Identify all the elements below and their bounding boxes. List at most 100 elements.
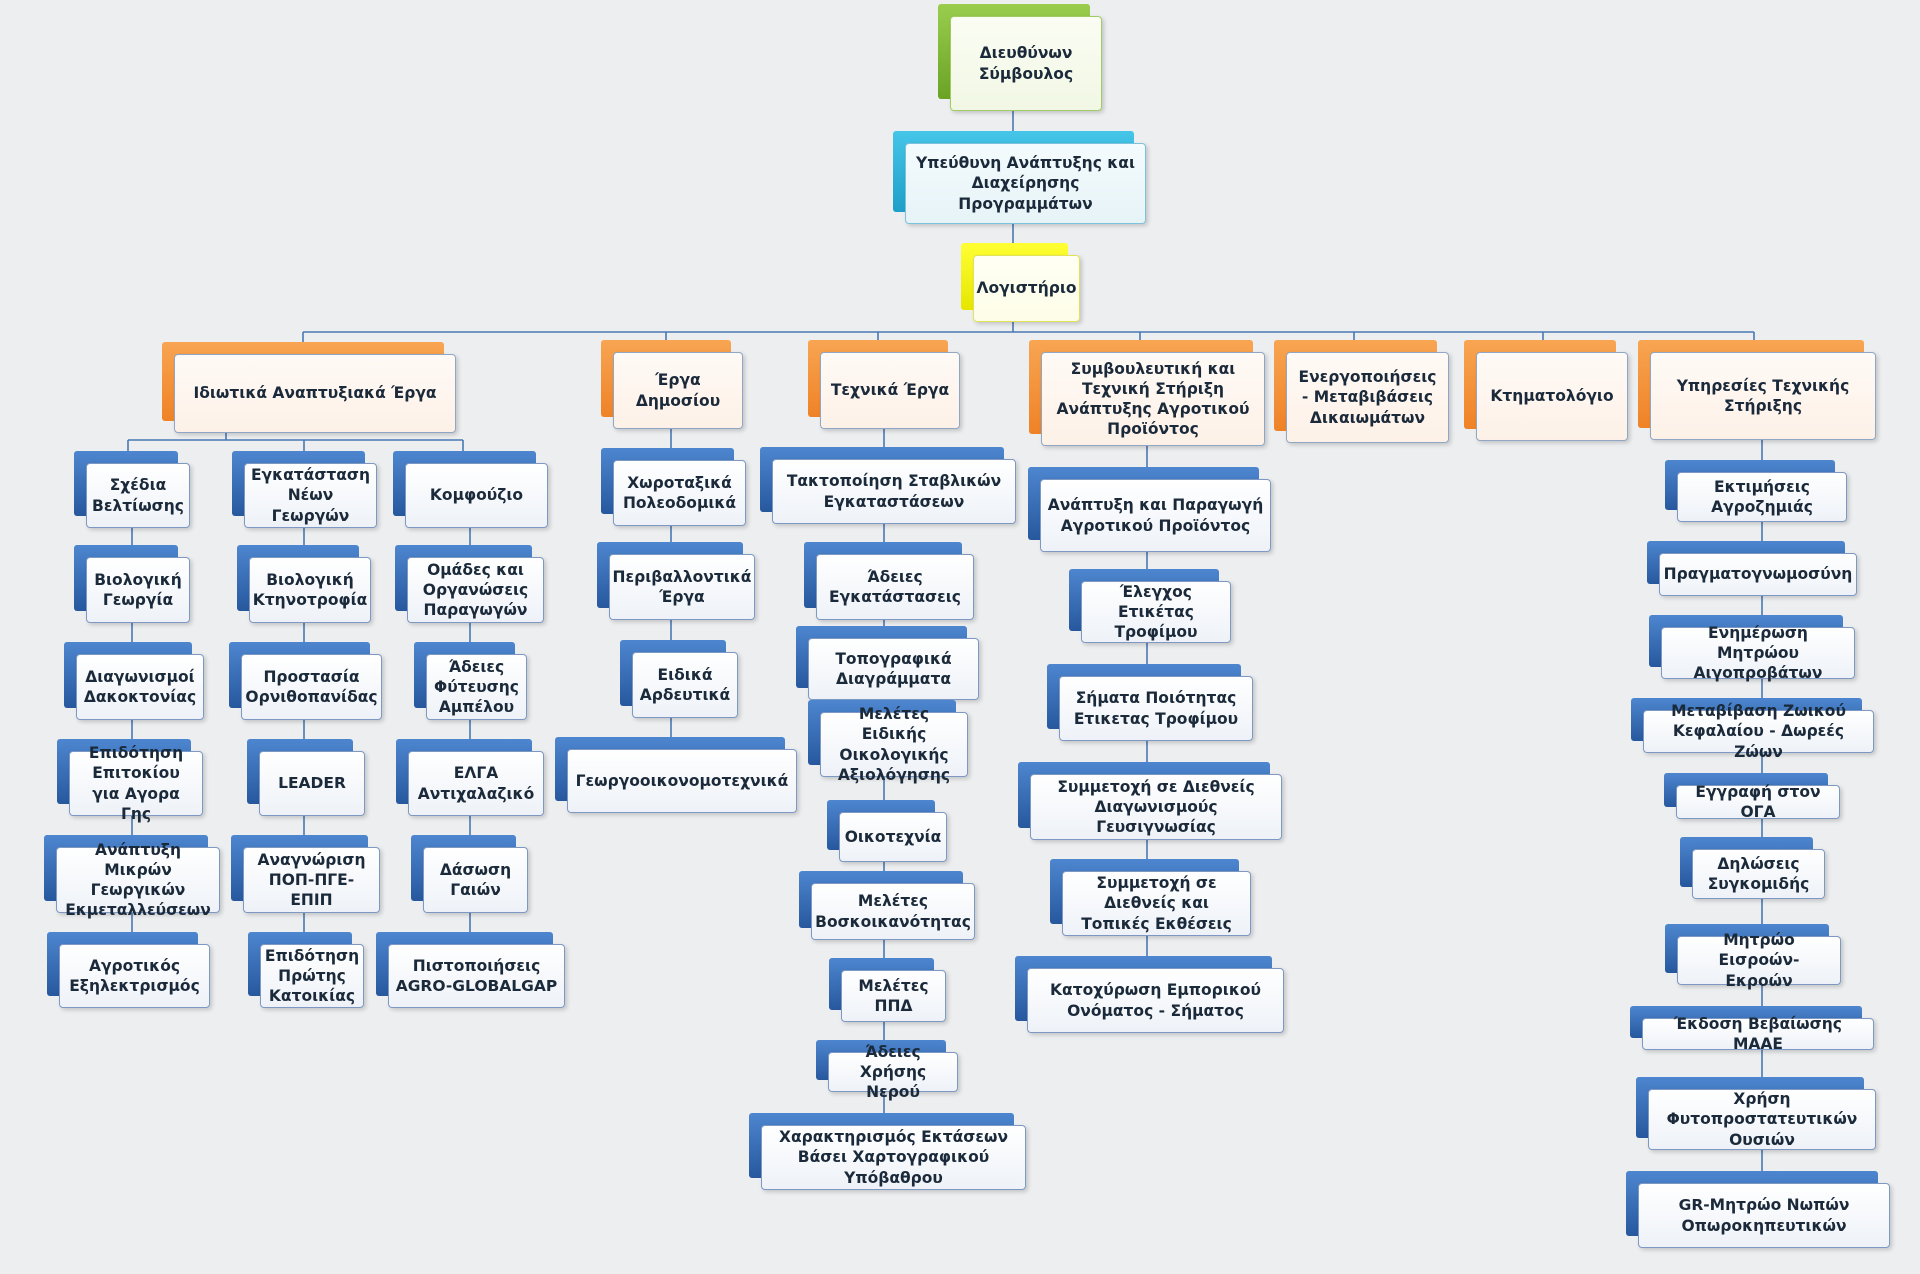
node-label: ΕΛΓΑ Αντιχαλαζικό xyxy=(408,751,544,816)
node-c5: Δάσωση Γαιών xyxy=(411,835,528,913)
node-label: Βιολογική Κτηνοτροφία xyxy=(249,557,371,623)
node-a4: Επιδότηση Επιτοκίου για Αγορα Γης xyxy=(57,739,203,823)
node-label: Ανάπτυξη και Παραγωγή Αγροτικού Προϊόντο… xyxy=(1040,479,1271,552)
node-label: Οικοτεχνία xyxy=(839,812,947,862)
node-label: Τακτοποίηση Σταβλικών Εγκαταστάσεων xyxy=(772,459,1016,524)
node-label: Γεωργοοικονομοτεχνικά xyxy=(567,749,797,813)
node-a3: Διαγωνισμοί Δακοκτονίας xyxy=(64,642,204,720)
node-label: Εγγραφή στον ΟΓΑ xyxy=(1676,783,1840,821)
node-label: Μελέτες Βοσκοικανότητας xyxy=(811,883,975,940)
node-label: Κατοχύρωση Εμπορικού Ονόματος - Σήματος xyxy=(1027,968,1284,1033)
node-h10: GR-Μητρώο Νωπών Οπωροκηπευτικών xyxy=(1626,1171,1890,1248)
node-label: Άδειες Χρήσης Νερού xyxy=(828,1043,958,1101)
node-label: Λογιστήριο xyxy=(973,255,1080,322)
node-label: Αγροτικός Εξηλεκτρισμός xyxy=(59,944,210,1008)
node-d4: Συμβουλευτική και Τεχνική Στήριξη Ανάπτυ… xyxy=(1029,340,1265,446)
node-label: Πιστοποιήσεις AGRO-GLOBALGAP xyxy=(388,944,565,1008)
node-label: Ιδιωτικά Αναπτυξιακά Έργα xyxy=(174,354,456,433)
node-g4: Συμμετοχή σε Διεθνείς Διαγωνισμούς Γευσι… xyxy=(1018,762,1282,840)
node-label: Διαγωνισμοί Δακοκτονίας xyxy=(76,654,204,720)
node-g2: Έλεγχος Ετικέτας Τροφίμου xyxy=(1069,569,1231,643)
node-label: Κτηματολόγιο xyxy=(1476,352,1628,441)
node-h4: Μεταβίβαση Ζωικού Κεφαλαίου - Δωρεές Ζώω… xyxy=(1631,698,1874,761)
node-h2: Πραγματογνωμοσύνη xyxy=(1647,541,1857,596)
node-g3: Σήματα Ποιότητας Ετικετας Τροφίμου xyxy=(1047,664,1253,741)
node-label: Σχέδια Βελτίωσης xyxy=(86,463,190,528)
node-d2: Έργα Δημοσίου xyxy=(601,340,743,429)
node-label: Ομάδες και Οργανώσεις Παραγωγών xyxy=(407,557,544,623)
node-dev: Υπεύθυνη Ανάπτυξης και Διαχείρησης Προγρ… xyxy=(893,131,1146,224)
node-h9: Χρήση Φυτοπροστατευτικών Ουσιών xyxy=(1636,1077,1876,1150)
node-a5: Ανάπτυξη Μικρών Γεωργικών Εκμεταλλεύσεων xyxy=(44,835,220,919)
node-a1: Σχέδια Βελτίωσης xyxy=(74,451,190,528)
node-label: Πραγματογνωμοσύνη xyxy=(1659,553,1857,596)
node-b5: Αναγνώριση ΠΟΠ-ΠΓΕ-ΕΠΙΠ xyxy=(231,835,380,913)
node-label: Τεχνικά Έργα xyxy=(820,352,960,429)
node-label: Διευθύνων Σύμβουλος xyxy=(950,16,1102,111)
node-label: Ενεργοποιήσεις - Μεταβιβάσεις Δικαιωμάτω… xyxy=(1286,352,1449,443)
node-a6: Αγροτικός Εξηλεκτρισμός xyxy=(47,932,210,1008)
node-label: Ειδικά Αρδευτικά xyxy=(632,652,738,718)
node-e1: Χωροταξικά Πολεοδομικά xyxy=(601,448,746,526)
node-ceo: Διευθύνων Σύμβουλος xyxy=(938,4,1102,111)
node-h5: Εγγραφή στον ΟΓΑ xyxy=(1664,773,1840,821)
node-label: Συμμετοχή σε Διεθνείς και Τοπικές Εκθέσε… xyxy=(1062,871,1251,936)
node-g6: Κατοχύρωση Εμπορικού Ονόματος - Σήματος xyxy=(1015,956,1284,1033)
node-e2: Περιβαλλοντικά Έργα xyxy=(597,542,755,620)
node-label: Μητρώο Εισροών- Εκροών xyxy=(1677,931,1841,990)
node-label: Επιδότηση Επιτοκίου για Αγορα Γης xyxy=(69,744,203,823)
node-label: Χαρακτηρισμός Εκτάσεων Βάσει Χαρτογραφικ… xyxy=(761,1125,1026,1190)
node-a2: Βιολογική Γεωργία xyxy=(74,545,190,623)
node-h7: Μητρώο Εισροών- Εκροών xyxy=(1665,924,1841,990)
node-label: Επιδότηση Πρώτης Κατοικίας xyxy=(260,944,364,1008)
node-label: Μελέτες ΠΠΔ xyxy=(841,970,946,1022)
node-f6: Μελέτες Βοσκοικανότητας xyxy=(799,871,975,940)
node-f9: Χαρακτηρισμός Εκτάσεων Βάσει Χαρτογραφικ… xyxy=(749,1113,1026,1190)
node-b6: Επιδότηση Πρώτης Κατοικίας xyxy=(248,932,364,1008)
node-d6: Κτηματολόγιο xyxy=(1464,340,1628,441)
node-label: Εκτιμήσεις Αγροζημιάς xyxy=(1677,472,1847,522)
node-b1: Εγκατάσταση Νέων Γεωργών xyxy=(232,451,377,528)
node-label: Χωροταξικά Πολεοδομικά xyxy=(613,460,746,526)
node-g5: Συμμετοχή σε Διεθνείς και Τοπικές Εκθέσε… xyxy=(1050,859,1251,936)
node-c4: ΕΛΓΑ Αντιχαλαζικό xyxy=(396,739,544,816)
node-label: Έργα Δημοσίου xyxy=(613,352,743,429)
node-label: Έλεγχος Ετικέτας Τροφίμου xyxy=(1081,581,1231,643)
node-label: Δάσωση Γαιών xyxy=(423,847,528,913)
node-c2: Ομάδες και Οργανώσεις Παραγωγών xyxy=(395,545,544,623)
node-h6: Δηλώσεις Συγκομιδής xyxy=(1680,837,1825,899)
node-h3: Ενημέρωση Μητρώου Αιγοπροβάτων xyxy=(1649,615,1855,682)
node-label: Μελέτες Ειδικής Οικολογικής Αξιολόγησης xyxy=(820,705,968,784)
node-d5: Ενεργοποιήσεις - Μεταβιβάσεις Δικαιωμάτω… xyxy=(1274,340,1449,443)
node-label: Συμμετοχή σε Διεθνείς Διαγωνισμούς Γευσι… xyxy=(1030,774,1282,840)
node-label: Ανάπτυξη Μικρών Γεωργικών Εκμεταλλεύσεων xyxy=(56,841,220,919)
node-f8: Άδειες Χρήσης Νερού xyxy=(816,1040,958,1101)
node-c3: Άδειες Φύτευσης Αμπέλου xyxy=(414,642,527,720)
node-label: GR-Μητρώο Νωπών Οπωροκηπευτικών xyxy=(1638,1183,1890,1248)
node-label: Χρήση Φυτοπροστατευτικών Ουσιών xyxy=(1648,1089,1876,1150)
node-e3: Ειδικά Αρδευτικά xyxy=(620,640,738,718)
node-label: Σήματα Ποιότητας Ετικετας Τροφίμου xyxy=(1059,676,1253,741)
node-f5: Οικοτεχνία xyxy=(827,800,947,862)
node-label: Αναγνώριση ΠΟΠ-ΠΓΕ-ΕΠΙΠ xyxy=(243,847,380,913)
node-b3: Προστασία Ορνιθοπανίδας xyxy=(229,642,382,720)
node-label: Υπηρεσίες Τεχνικής Στήριξης xyxy=(1650,352,1876,440)
node-h1: Εκτιμήσεις Αγροζημιάς xyxy=(1665,460,1847,522)
node-f7: Μελέτες ΠΠΔ xyxy=(829,958,946,1022)
node-b2: Βιολογική Κτηνοτροφία xyxy=(237,545,371,623)
node-h8: Έκδοση Βεβαίωσης ΜΑΑΕ xyxy=(1630,1006,1874,1053)
node-d1: Ιδιωτικά Αναπτυξιακά Έργα xyxy=(162,342,456,433)
node-g1: Ανάπτυξη και Παραγωγή Αγροτικού Προϊόντο… xyxy=(1028,467,1271,552)
node-label: Δηλώσεις Συγκομιδής xyxy=(1692,849,1825,899)
node-label: Εγκατάσταση Νέων Γεωργών xyxy=(244,463,377,528)
node-label: Ενημέρωση Μητρώου Αιγοπροβάτων xyxy=(1661,624,1855,682)
node-d7: Υπηρεσίες Τεχνικής Στήριξης xyxy=(1638,340,1876,440)
node-c6: Πιστοποιήσεις AGRO-GLOBALGAP xyxy=(376,932,565,1008)
node-b4: LEADER xyxy=(247,739,365,816)
node-label: Συμβουλευτική και Τεχνική Στήριξη Ανάπτυ… xyxy=(1041,352,1265,446)
node-label: Έκδοση Βεβαίωσης ΜΑΑΕ xyxy=(1642,1015,1874,1053)
node-acc: Λογιστήριο xyxy=(961,243,1080,322)
node-e4: Γεωργοοικονομοτεχνικά xyxy=(555,737,797,813)
node-label: Μεταβίβαση Ζωικού Κεφαλαίου - Δωρεές Ζώω… xyxy=(1643,702,1874,761)
node-f3: Τοπογραφικά Διαγράμματα xyxy=(796,626,979,700)
